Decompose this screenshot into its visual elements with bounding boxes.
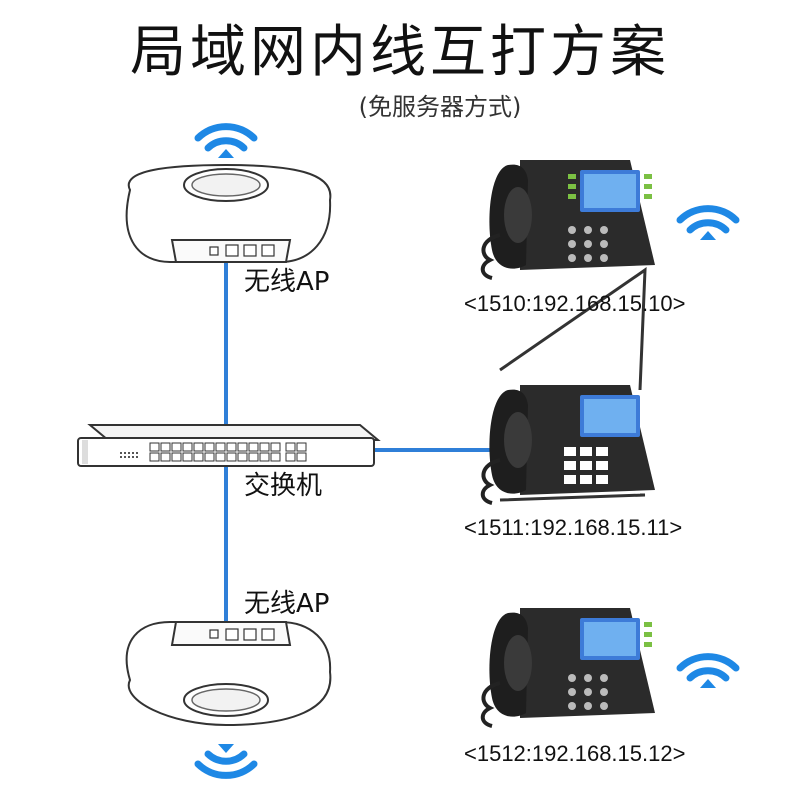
- page-title: 局域网内线互打方案: [130, 20, 670, 85]
- switch-label: 交换机: [244, 471, 323, 501]
- ap-top-label: 无线AP: [244, 267, 330, 297]
- wifi-icon: [676, 205, 740, 240]
- access-point-icon: [125, 163, 332, 263]
- phone-3-label: <1512:192.168.15.12>: [464, 741, 686, 766]
- network-switch-icon: [77, 424, 381, 467]
- page-subtitle: (免服务器方式): [358, 93, 522, 121]
- network-links: [224, 262, 510, 626]
- ip-phone-icon: [480, 160, 655, 391]
- wifi-icon: [194, 123, 258, 158]
- wifi-icon: [194, 744, 258, 779]
- phone-2-label: <1511:192.168.15.11>: [464, 515, 683, 540]
- ip-phone-icon: [480, 385, 655, 505]
- access-point-icon: [125, 621, 332, 727]
- wifi-icon: [676, 653, 740, 688]
- switch-ports: [149, 442, 307, 462]
- ip-phone-icon: [480, 608, 655, 728]
- phone-1-label: <1510:192.168.15.10>: [464, 291, 686, 316]
- ap-bottom-label: 无线AP: [244, 589, 330, 619]
